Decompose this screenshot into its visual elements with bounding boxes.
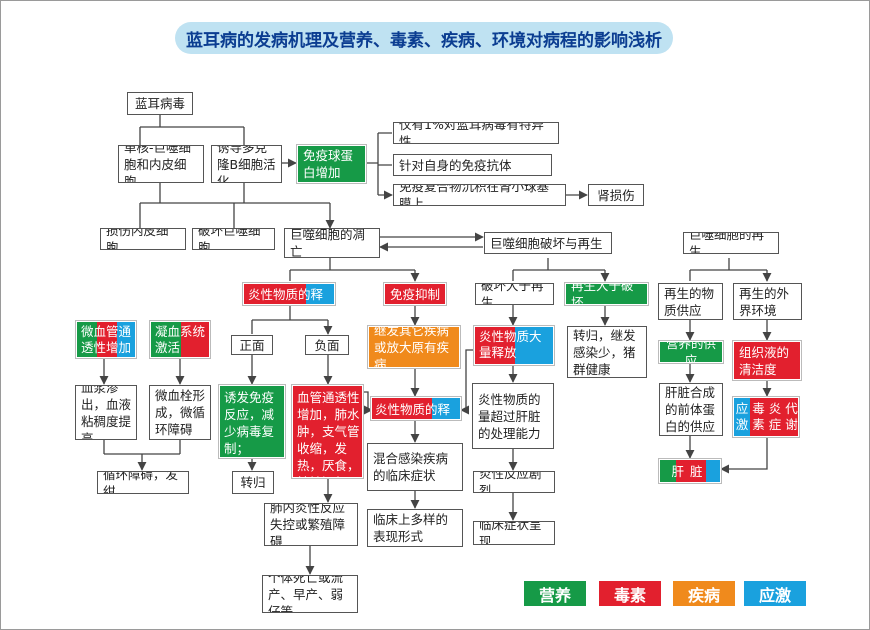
- node-mono-macrophage: 单核-巨噬细胞和内皮细胞: [118, 145, 204, 183]
- node-secondary-disease: 继发其它疾病或放大原有疾病: [368, 326, 460, 368]
- node-immunoglobulin-increase: 免疫球蛋白增加: [297, 145, 366, 183]
- node-vascular-effects: 血管通透性增加，肺水肿，支气管收缩，发热，厌食，精神沉郁；: [292, 385, 363, 478]
- segment-toxin: 毒素: [750, 398, 767, 436]
- node-inflam-intense: 炎性反应剧烈: [473, 471, 555, 493]
- node-induce-b-cell: 诱导多克隆B细胞活化: [211, 145, 282, 183]
- node-destroy-gt-regen: 破坏大于再生: [475, 283, 554, 305]
- node-damage-endothelium: 损伤内皮细胞: [100, 228, 186, 250]
- node-regen-gt-destroy: 再生大于破坏: [565, 283, 648, 305]
- node-various-forms: 临床上多样的表现形式: [367, 509, 463, 547]
- node-recovery: 转归: [232, 471, 274, 494]
- node-stress-toxin-inflam-metab: 应激 毒素 炎症 代谢: [733, 397, 799, 437]
- node-nutrition-supply: 营养的供应: [659, 341, 723, 363]
- node-macrophage-regen: 巨噬细胞的再生: [683, 232, 779, 254]
- page-title: 蓝耳病的发病机理及营养、毒素、疾病、环境对病程的影响浅析: [175, 22, 673, 54]
- node-positive: 正面: [231, 335, 273, 355]
- node-clinical-symptoms: 临床症状呈现: [473, 521, 555, 545]
- legend-nutrition: 营养: [524, 581, 586, 606]
- node-micro-thrombus: 微血栓形成，微循环障碍: [149, 385, 211, 440]
- node-recovery-healthy: 转归，继发感染少，猪群健康: [567, 326, 647, 378]
- node-tissue-fluid-clean: 组织液的清洁度: [733, 341, 801, 380]
- node-inflam-massive-release: 炎性物质大量释放: [474, 326, 554, 365]
- node-macrophage-destroy-regen: 巨噬细胞破坏与再生: [484, 232, 612, 254]
- node-inflam-exceed-liver: 炎性物质的量超过肝脏的处理能力: [472, 383, 554, 449]
- node-complex-deposit: 免疫复合物沉积在肾小球基膜上: [393, 184, 566, 206]
- node-macrophage-apoptosis: 巨噬细胞的凋亡: [284, 228, 380, 258]
- node-negative: 负面: [305, 335, 349, 355]
- node-immune-suppress: 免疫抑制: [384, 283, 446, 305]
- node-blue-ear-virus: 蓝耳病毒: [127, 92, 193, 115]
- node-induce-immune-response: 诱发免疫反应，减少病毒复制；: [219, 385, 285, 458]
- node-mixed-infection: 混合感染疾病的临床症状: [367, 443, 463, 491]
- node-liver-precursor: 肝脏合成的前体蛋白的供应: [659, 383, 723, 436]
- node-coagulation-activate: 凝血系统激活: [150, 321, 210, 358]
- node-self-antibody: 针对自身的免疫抗体: [393, 154, 552, 176]
- legend-toxin: 毒素: [599, 581, 661, 606]
- legend-stress: 应激: [744, 581, 806, 606]
- node-circulation-cyanosis: 循环障碍，发绀: [97, 471, 189, 494]
- node-plasma-leak: 血浆渗出，血液粘稠度提高: [75, 385, 137, 440]
- node-regen-material: 再生的物质供应: [658, 283, 723, 320]
- node-inflam-release: 炎性物质的释放: [243, 283, 335, 305]
- node-microvessel-permeability: 微血管通透性增加: [76, 321, 136, 358]
- node-destroy-macrophage: 破坏巨噬细胞: [192, 228, 275, 250]
- segment-metab: 代谢: [783, 398, 798, 436]
- segment-stress: 应激: [734, 398, 750, 436]
- node-kidney-damage: 肾损伤: [588, 184, 644, 206]
- node-regen-env: 再生的外界环境: [733, 283, 802, 320]
- node-death-outcomes: 个体死亡或流产、早产、弱仔等: [262, 575, 358, 613]
- node-specific-1pct: 仅有1%对蓝耳病毒有特异性: [393, 122, 559, 144]
- node-lung-failure: 肺内炎性反应失控或繁殖障碍: [264, 503, 358, 546]
- segment-inflam: 炎症: [767, 398, 783, 436]
- node-liver: 肝脏: [659, 459, 721, 483]
- node-inflam-release-2: 炎性物质的释放: [371, 397, 461, 420]
- legend-disease: 疾病: [673, 581, 735, 606]
